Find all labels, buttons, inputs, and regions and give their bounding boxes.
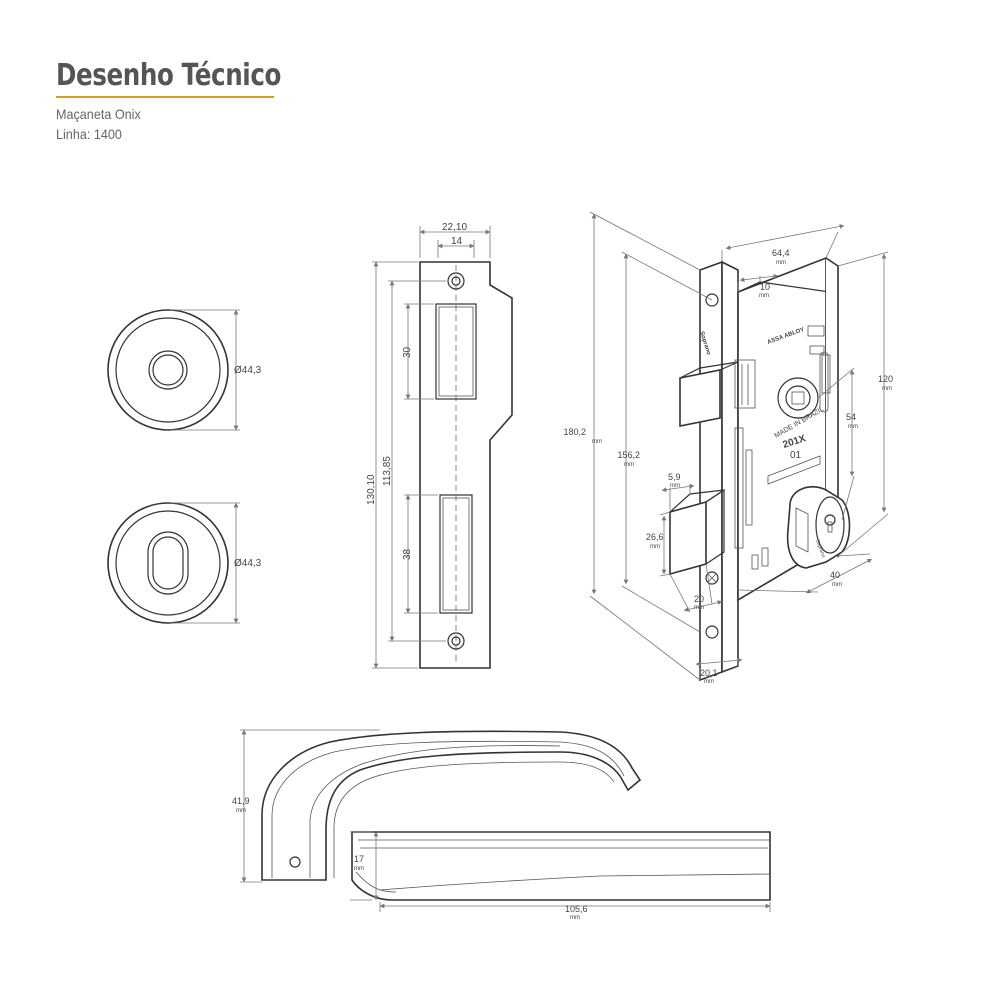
lock-height-holes: 156,2 (617, 450, 640, 460)
spindle-to-cylinder: 54 (846, 412, 856, 422)
round-rosette-diameter: Ø44,3 (234, 365, 262, 376)
key-rosette-diameter: Ø44,3 (234, 558, 262, 569)
page-title: Desenho Técnico (56, 58, 281, 93)
faceplate-bolt-slot: 38 (402, 548, 413, 560)
lock-depth: 64,4 (772, 248, 790, 258)
handle-height: 41,9 (232, 796, 250, 806)
lock-height-total-unit: mm (592, 439, 602, 445)
handle-length-unit: mm (570, 915, 580, 921)
bolt-front: 20 (694, 594, 704, 604)
cylinder-backset: 40 (830, 570, 840, 580)
lock-height-holes-unit: mm (624, 462, 634, 468)
faceplate-width-inner: 14 (451, 236, 463, 247)
face-width-unit: mm (704, 679, 714, 685)
product-line: Linha: 1400 (56, 126, 122, 142)
lock-body-view: Soprano ASSA ABLOY MADE IN BRAZIL 201X 0… (563, 211, 893, 685)
faceplate-view: 22,10 14 130,10 113,85 30 38 (366, 222, 513, 669)
handle-thickness: 17 (354, 854, 364, 864)
key-rosette: Ø44,3 (107, 502, 262, 624)
title-underline (56, 96, 274, 98)
handle-length: 105,6 (565, 904, 588, 914)
handle-view: 41,9 mm 17 mm 105,6 mm (232, 729, 771, 921)
header: Desenho Técnico Maçaneta Onix Linha: 140… (56, 58, 330, 144)
lock-height-total: 180,2 (563, 427, 586, 437)
faceplate-height-holes: 113,85 (382, 456, 393, 486)
model-line: 01 (790, 450, 802, 461)
bolt-height-unit: mm (650, 544, 660, 550)
backset-offset-unit: mm (759, 293, 769, 299)
product-name: Maçaneta Onix (56, 106, 141, 122)
faceplate-width-total: 22,10 (442, 222, 467, 233)
bolt-throw-unit: mm (670, 483, 680, 489)
faceplate-height-total: 130,10 (366, 474, 377, 505)
body-height: 120 (878, 374, 893, 384)
faceplate-latch-slot: 30 (402, 346, 413, 358)
face-width: 20,1 (700, 668, 718, 678)
handle-thickness-unit: mm (354, 866, 364, 872)
bolt-front-unit: mm (694, 605, 704, 611)
backset-offset: 10 (760, 282, 770, 292)
cylinder-backset-unit: mm (832, 582, 842, 588)
handle-height-unit: mm (236, 808, 246, 814)
round-rosette: Ø44,3 (107, 309, 262, 431)
bolt-height: 26,6 (646, 532, 664, 542)
spindle-to-cylinder-unit: mm (848, 424, 858, 430)
bolt-throw: 5,9 (668, 472, 681, 482)
lock-depth-unit: mm (776, 260, 786, 266)
body-height-unit: mm (882, 386, 892, 392)
